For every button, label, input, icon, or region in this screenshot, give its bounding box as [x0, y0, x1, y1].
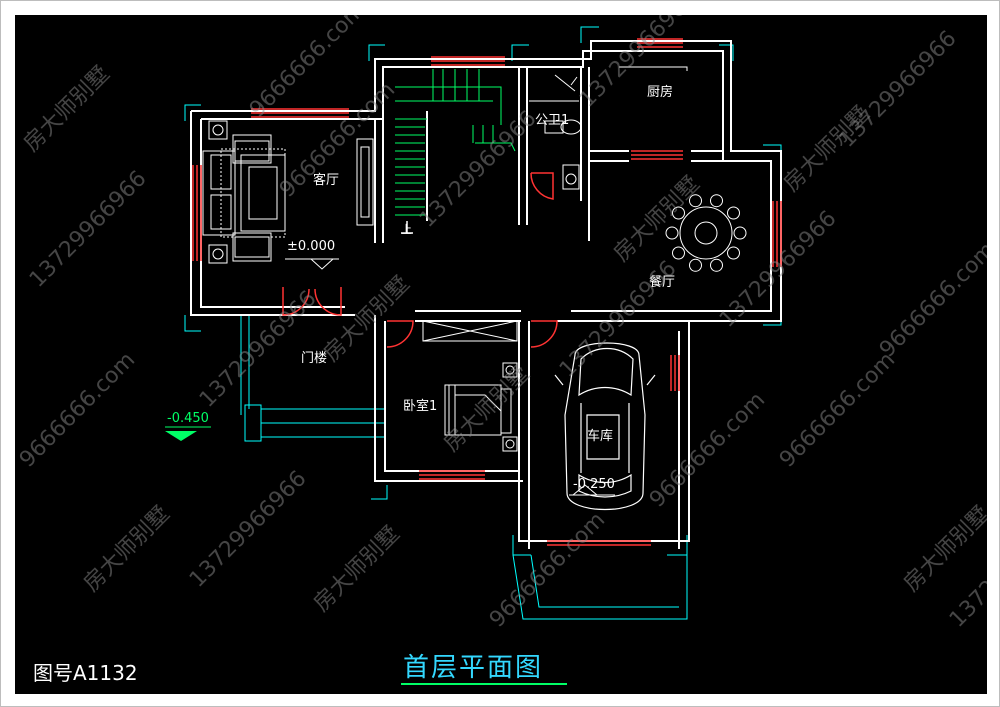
dining-chair [710, 258, 723, 272]
stair-arrow [401, 221, 413, 234]
toilet-label: 公卫1 [535, 113, 570, 128]
living-room-label: 客厅 [313, 173, 340, 188]
toilet-fixtures [529, 74, 582, 190]
windows [192, 38, 782, 546]
bedroom-label: 卧室1 [403, 399, 438, 414]
bed [422, 320, 518, 452]
dining-table [665, 194, 747, 272]
kitchen-label: 厨房 [647, 85, 674, 100]
garage-elevation: -0.250 [573, 477, 615, 492]
staircase [395, 69, 516, 216]
dining-chair [689, 258, 702, 272]
dining-room-label: 餐厅 [649, 275, 676, 290]
dining-chair [672, 206, 685, 220]
stair-up-label: 上 [401, 223, 412, 236]
dining-chair [733, 226, 747, 240]
doors [282, 172, 558, 348]
porch-label: 门楼 [301, 351, 328, 366]
sofa-set [202, 120, 374, 264]
dining-chair [689, 194, 702, 208]
dining-chair [665, 226, 679, 240]
elevation-markers [165, 258, 615, 496]
dining-chair [727, 246, 740, 260]
garage-label: 车库 [587, 429, 614, 444]
porch-elevation: -0.450 [167, 411, 209, 426]
title-underline [401, 683, 567, 685]
drawing-title: 首层平面图 [403, 653, 544, 683]
drawing-number: 图号A1132 [33, 661, 138, 685]
dining-chair [727, 206, 740, 220]
kitchen-counter [619, 66, 688, 71]
floor-elevation: ±0.000 [287, 239, 336, 254]
dining-chair [710, 194, 723, 208]
dining-chair [672, 246, 685, 260]
floor-plan [165, 26, 782, 620]
columns [184, 26, 782, 620]
